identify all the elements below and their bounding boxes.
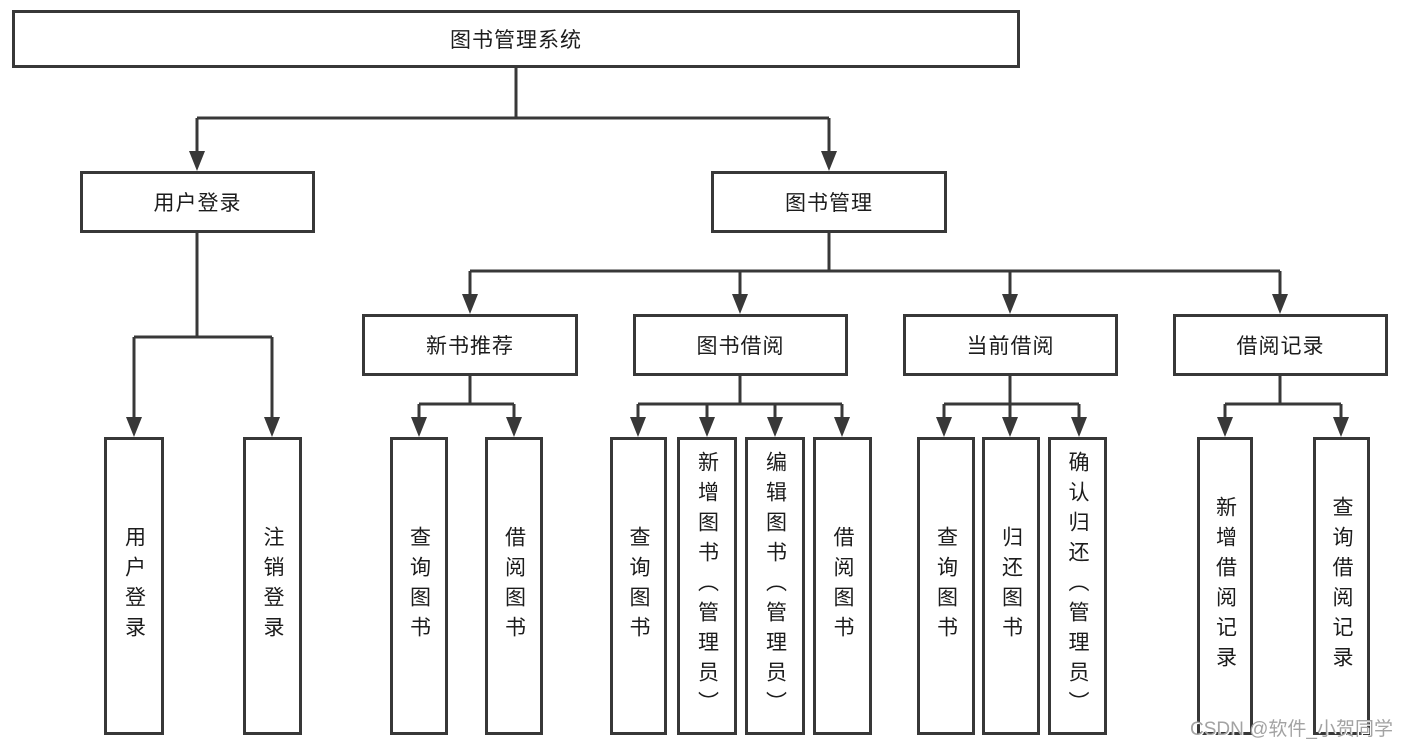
- leaf-label: 新增借阅记录: [1213, 496, 1237, 676]
- arrowhead-icon: [699, 417, 715, 437]
- leaf-label: 查询图书: [407, 526, 431, 646]
- arrowhead-icon: [1002, 294, 1018, 314]
- arrowhead-icon: [936, 417, 952, 437]
- leaf-newbook-query-books: 查询图书: [390, 437, 448, 735]
- node-borrowing-records: 借阅记录: [1173, 314, 1388, 376]
- connector-newbook-to-leaves: [411, 376, 522, 437]
- leaf-records-add-record: 新增借阅记录: [1197, 437, 1253, 735]
- leaf-borrowing-add-books-admin: 新增图书（管理员）: [677, 437, 737, 735]
- leaf-label: 借阅图书: [502, 526, 526, 646]
- connector-root-to-level2: [189, 68, 837, 171]
- leaf-label: 新增图书（管理员）: [695, 451, 719, 721]
- node-user-login: 用户登录: [80, 171, 315, 233]
- arrowhead-icon: [1071, 417, 1087, 437]
- leaf-label: 确认归还（管理员）: [1066, 451, 1089, 721]
- leaf-label: 编辑图书（管理员）: [763, 451, 787, 721]
- arrowhead-icon: [264, 417, 280, 437]
- node-label: 当前借阅: [966, 335, 1055, 358]
- leaf-label: 查询图书: [934, 526, 958, 646]
- leaf-user-login: 用户登录: [104, 437, 164, 735]
- leaf-borrowing-query-books: 查询图书: [610, 437, 667, 735]
- leaf-label: 用户登录: [122, 526, 146, 646]
- arrowhead-icon: [821, 151, 837, 171]
- arrowhead-icon: [1002, 417, 1018, 437]
- arrowhead-icon: [834, 417, 850, 437]
- arrowhead-icon: [411, 417, 427, 437]
- node-label: 用户登录: [153, 192, 242, 215]
- arrowhead-icon: [1333, 417, 1349, 437]
- leaf-borrowing-edit-books-admin: 编辑图书（管理员）: [745, 437, 805, 735]
- node-book-management: 图书管理: [711, 171, 947, 233]
- arrowhead-icon: [767, 417, 783, 437]
- leaf-current-confirm-return-admin: 确认归还（管理员）: [1048, 437, 1107, 735]
- leaf-newbook-borrow-books: 借阅图书: [485, 437, 543, 735]
- connector-current-to-leaves: [936, 376, 1087, 437]
- node-label: 图书借阅: [696, 335, 785, 358]
- leaf-current-query-books: 查询图书: [917, 437, 975, 735]
- connector-userlogin-to-leaves: [126, 233, 280, 437]
- node-label: 图书管理: [785, 192, 873, 215]
- leaf-label: 归还图书: [999, 526, 1023, 646]
- leaf-label: 查询借阅记录: [1330, 496, 1353, 676]
- connector-records-to-leaves: [1217, 376, 1349, 437]
- arrowhead-icon: [732, 294, 748, 314]
- arrowhead-icon: [506, 417, 522, 437]
- connector-bookmgmt-to-level3: [462, 233, 1288, 314]
- node-book-borrowing: 图书借阅: [633, 314, 848, 376]
- leaf-current-return-books: 归还图书: [982, 437, 1040, 735]
- leaf-label: 查询图书: [627, 526, 650, 646]
- node-label: 新书推荐: [426, 335, 514, 358]
- node-current-borrowing: 当前借阅: [903, 314, 1118, 376]
- arrowhead-icon: [126, 417, 142, 437]
- node-new-book-recommendation: 新书推荐: [362, 314, 578, 376]
- leaf-label: 借阅图书: [831, 526, 854, 646]
- csdn-watermark: CSDN @软件_小贺同学: [1190, 719, 1393, 740]
- leaf-borrowing-borrow-books: 借阅图书: [813, 437, 872, 735]
- node-label: 图书管理系统: [450, 29, 582, 52]
- arrowhead-icon: [1272, 294, 1288, 314]
- leaf-logout: 注销登录: [243, 437, 302, 735]
- arrowhead-icon: [630, 417, 646, 437]
- connector-borrowing-to-leaves: [630, 376, 850, 437]
- node-label: 借阅记录: [1236, 335, 1325, 358]
- node-root-system: 图书管理系统: [12, 10, 1020, 68]
- arrowhead-icon: [189, 151, 205, 171]
- arrowhead-icon: [1217, 417, 1233, 437]
- arrowhead-icon: [462, 294, 478, 314]
- leaf-label: 注销登录: [261, 526, 284, 646]
- leaf-records-query-record: 查询借阅记录: [1313, 437, 1370, 735]
